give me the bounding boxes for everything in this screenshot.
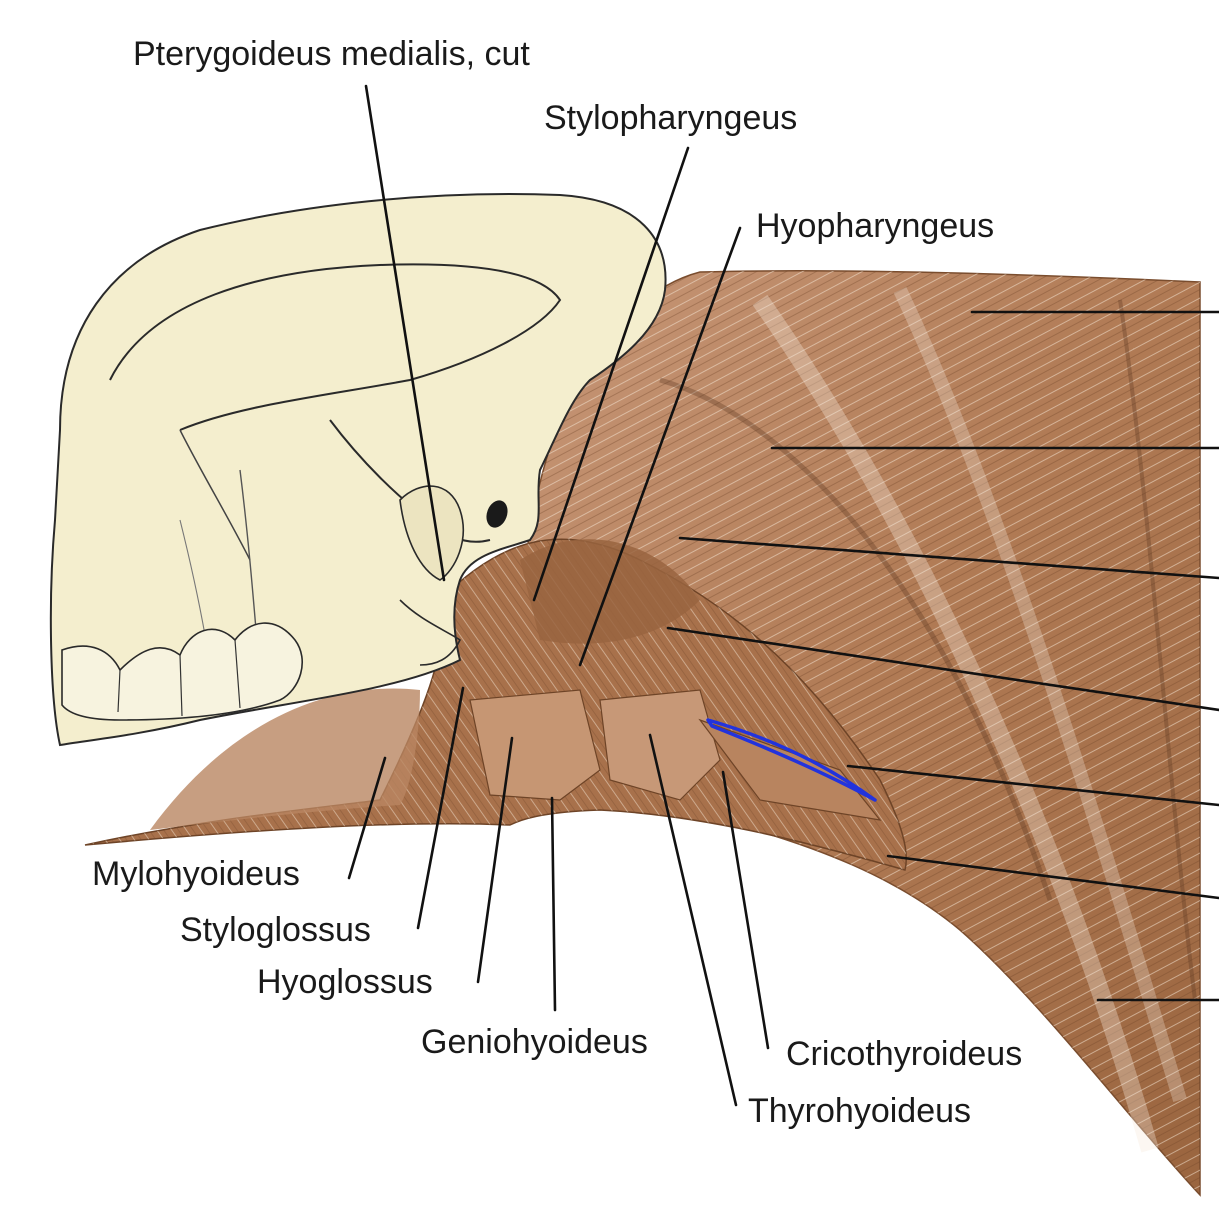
label-styloglossus: Styloglossus xyxy=(180,911,371,949)
label-stylopharyngeus: Stylopharyngeus xyxy=(544,99,798,137)
throat-muscles xyxy=(84,538,907,871)
label-hyopharyngeus: Hyopharyngeus xyxy=(756,207,995,245)
leader-hyopharyngeus xyxy=(578,226,742,667)
leader-thyrohyoideus xyxy=(648,733,738,1107)
leader-stylopharyngeus xyxy=(532,146,690,602)
label-mylohyoideus: Mylohyoideus xyxy=(92,855,300,893)
leader-hyoglossus xyxy=(476,736,514,984)
skull xyxy=(49,193,667,747)
leader-lines xyxy=(347,84,1219,1107)
label-thyrohyoideus: Thyrohyoideus xyxy=(748,1092,972,1130)
leader-pterygoideus xyxy=(364,84,446,582)
leader-styloglossus xyxy=(416,686,465,930)
label-cricothyroideus: Cricothyroideus xyxy=(786,1035,1023,1073)
leader-right-3 xyxy=(678,536,1219,580)
leader-cricothyroideus xyxy=(721,770,770,1050)
highlight-stroke xyxy=(706,718,877,802)
label-hyoglossus: Hyoglossus xyxy=(257,963,433,1001)
leader-geniohyoideus xyxy=(550,796,557,1012)
label-geniohyoideus: Geniohyoideus xyxy=(421,1023,648,1061)
leader-mylohyoideus xyxy=(347,756,387,880)
leader-right-4 xyxy=(666,626,1219,712)
label-pterygoideus-medialis: Pterygoideus medialis, cut xyxy=(133,35,530,73)
leader-right-5 xyxy=(846,764,1219,807)
leader-right-6 xyxy=(886,854,1219,900)
